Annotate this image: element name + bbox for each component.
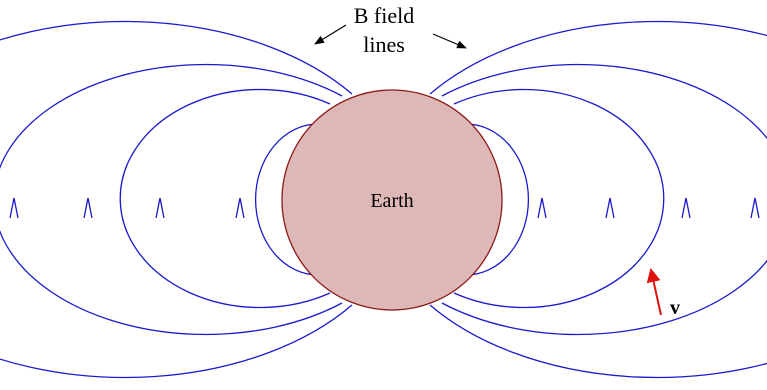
field-line-left-1 xyxy=(255,123,319,276)
chevron-up-icon xyxy=(750,197,760,219)
pointer-arrow-left xyxy=(314,24,347,45)
velocity-label: v xyxy=(670,297,680,319)
field-line-right-1 xyxy=(465,123,529,276)
velocity-arrow xyxy=(646,268,662,316)
field-line-left-4 xyxy=(0,20,353,379)
field-lines-label-line1: B field xyxy=(354,3,415,28)
chevron-up-icon xyxy=(83,197,93,219)
pointer-arrow-right xyxy=(432,33,467,49)
chevron-up-icon xyxy=(235,197,245,219)
field-line-right-3 xyxy=(441,63,767,336)
chevron-up-icon xyxy=(605,197,615,219)
chevron-up-icon xyxy=(9,197,19,219)
earth-label: Earth xyxy=(370,190,413,212)
earth-circle xyxy=(281,89,503,311)
field-line-right-4 xyxy=(429,20,767,379)
field-lines-left xyxy=(0,20,353,379)
chevron-up-icon xyxy=(537,197,547,219)
chevron-up-icon xyxy=(155,197,165,219)
field-direction-chevrons xyxy=(9,197,760,219)
field-lines-right xyxy=(429,20,767,379)
chevron-up-icon xyxy=(681,197,691,219)
field-line-left-2 xyxy=(119,88,331,309)
field-lines-label-line2: lines xyxy=(363,32,405,57)
field-line-left-3 xyxy=(0,63,343,336)
field-line-right-2 xyxy=(453,88,665,309)
